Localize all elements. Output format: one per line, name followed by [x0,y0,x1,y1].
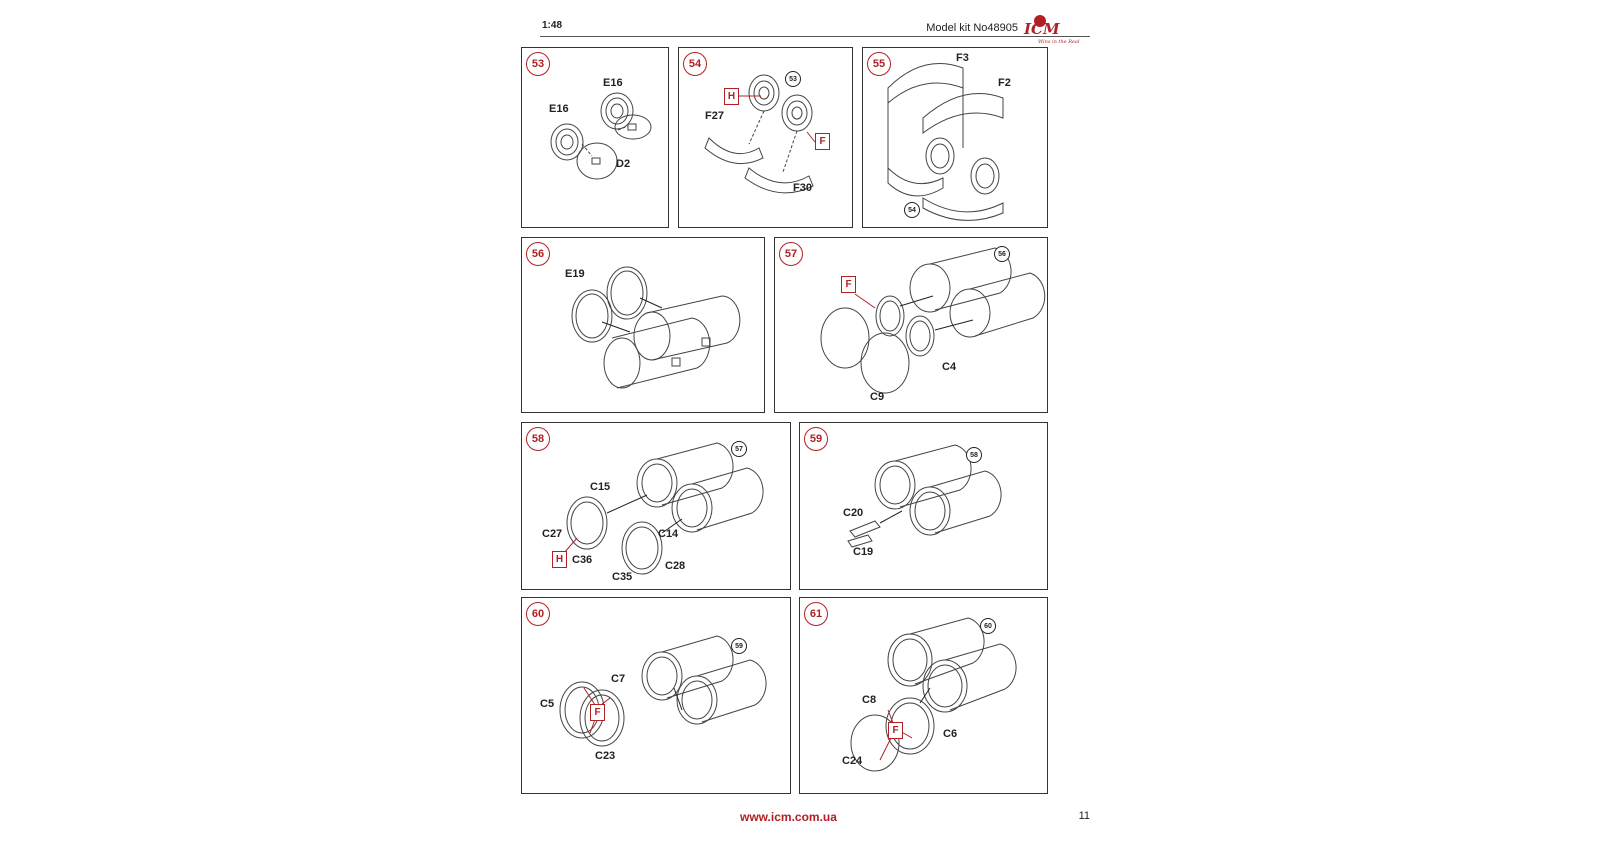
part-label: C27 [542,528,563,540]
part-label: F30 [793,182,812,194]
step-57-panel: 57 F 56 C4 C9 [774,237,1048,413]
hint-box-f: F [841,276,856,293]
hint-box-f: F [888,722,903,739]
reference-step-56: 56 [994,246,1010,262]
part-label: C9 [870,391,885,403]
step-61-panel: 61 60 C8 F C6 C24 [799,597,1048,794]
reference-step-59: 59 [731,638,747,654]
svg-text:Wins in the Real: Wins in the Real [1038,39,1080,45]
step-60-drawing [559,635,767,747]
step-55-panel: 55 F3 F2 54 [862,47,1048,228]
part-label: D2 [616,158,631,170]
part-label: C20 [843,507,864,519]
part-label: F3 [956,52,969,64]
reference-step-58: 58 [966,447,982,463]
step-number: 53 [526,52,550,76]
step-53-panel: 53 E16 E16 D2 [521,47,669,228]
footer-website[interactable]: www.icm.com.ua [740,810,837,824]
step-60-panel: 60 59 C7 C5 F C23 [521,597,791,794]
step-59-panel: 59 58 C20 C19 [799,422,1048,590]
part-label: C14 [658,528,679,540]
step-number: 61 [804,602,828,626]
step-54-panel: 54 53 H F F27 F30 [678,47,853,228]
reference-step-60: 60 [980,618,996,634]
step-number: 58 [526,427,550,451]
part-label: E16 [549,103,569,115]
model-kit-number: Model kit No48905 [926,22,1018,34]
step-53-drawing [550,92,652,180]
part-label: C24 [842,755,863,767]
part-label: C4 [942,361,957,373]
part-label: E19 [565,268,585,280]
part-label: C15 [590,481,611,493]
step-56-drawing [571,266,741,389]
part-label: E16 [603,77,623,89]
part-label: C5 [540,698,555,710]
svg-text:ICM: ICM [1023,20,1060,38]
hint-box-h: H [552,551,567,568]
step-number: 55 [867,52,891,76]
instruction-page: 1:48 Model kit No48905 ICM Wins in the R… [521,10,1090,845]
reference-step-54: 54 [904,202,920,218]
part-label: C35 [612,571,633,583]
reference-step-57: 57 [731,441,747,457]
scale-label: 1:48 [542,20,563,31]
step-number: 54 [683,52,707,76]
step-number: 57 [779,242,803,266]
step-59-drawing [847,444,1002,548]
page-number: 11 [1078,810,1090,822]
part-label: C6 [943,728,958,740]
part-label: F27 [705,110,724,122]
reference-step-53: 53 [785,71,801,87]
step-number: 60 [526,602,550,626]
step-58-panel: 58 57 C15 C27 H C36 C14 C35 C28 [521,422,791,590]
step-number: 56 [526,242,550,266]
hint-box-f: F [815,133,830,150]
step-54-drawing [704,74,816,194]
part-label: C23 [595,750,616,762]
step-57-drawing [820,247,1046,394]
part-label: C36 [572,554,593,566]
part-label: C19 [853,546,874,558]
header-rule [540,36,1090,37]
step-55-drawing [887,63,1004,221]
step-58-drawing [563,442,764,575]
step-56-panel: 56 E19 [521,237,765,413]
part-label: C7 [611,673,626,685]
step-61-drawing [850,617,1017,772]
step-number: 59 [804,427,828,451]
part-label: C8 [862,694,877,706]
part-label: C28 [665,560,686,572]
part-label: F2 [998,77,1011,89]
hint-box-h: H [724,88,739,105]
hint-box-f: F [590,704,605,721]
icm-logo: ICM Wins in the Real [1023,15,1080,45]
